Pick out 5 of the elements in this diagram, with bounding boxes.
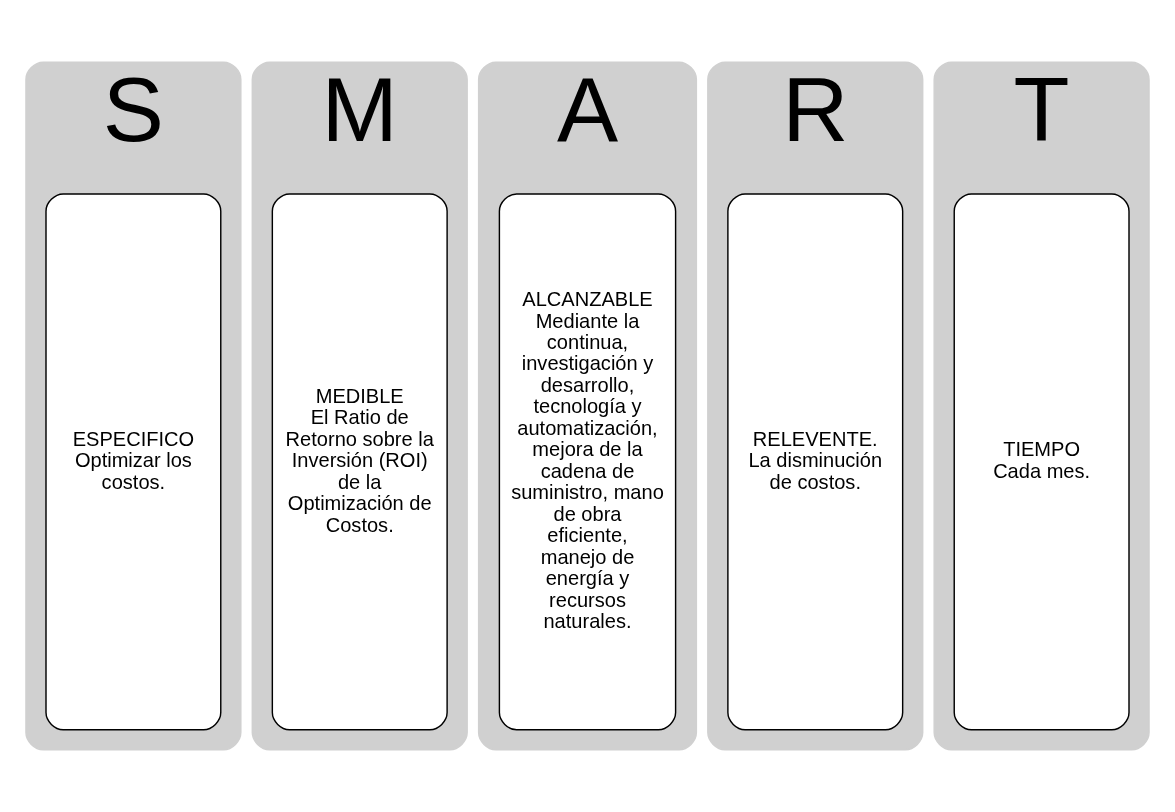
node-box: RELEVENTE. La disminución de costos. xyxy=(727,193,904,731)
node-box: ALCANZABLE Mediante la continua, investigación y desarrollo, tecnología y automatización, mejora de la cadena de suministro, mano de obra eficiente, manejo de energía y recursos naturales. xyxy=(498,193,677,731)
node-box: TIEMPO Cada mes. xyxy=(953,193,1130,731)
node-box: MEDIBLE El Ratio de Retorno sobre la Inversión (ROI) de la Optimización de Costos. xyxy=(271,193,448,731)
node-box: ESPECIFICO Optimizar los costos. xyxy=(45,193,222,731)
